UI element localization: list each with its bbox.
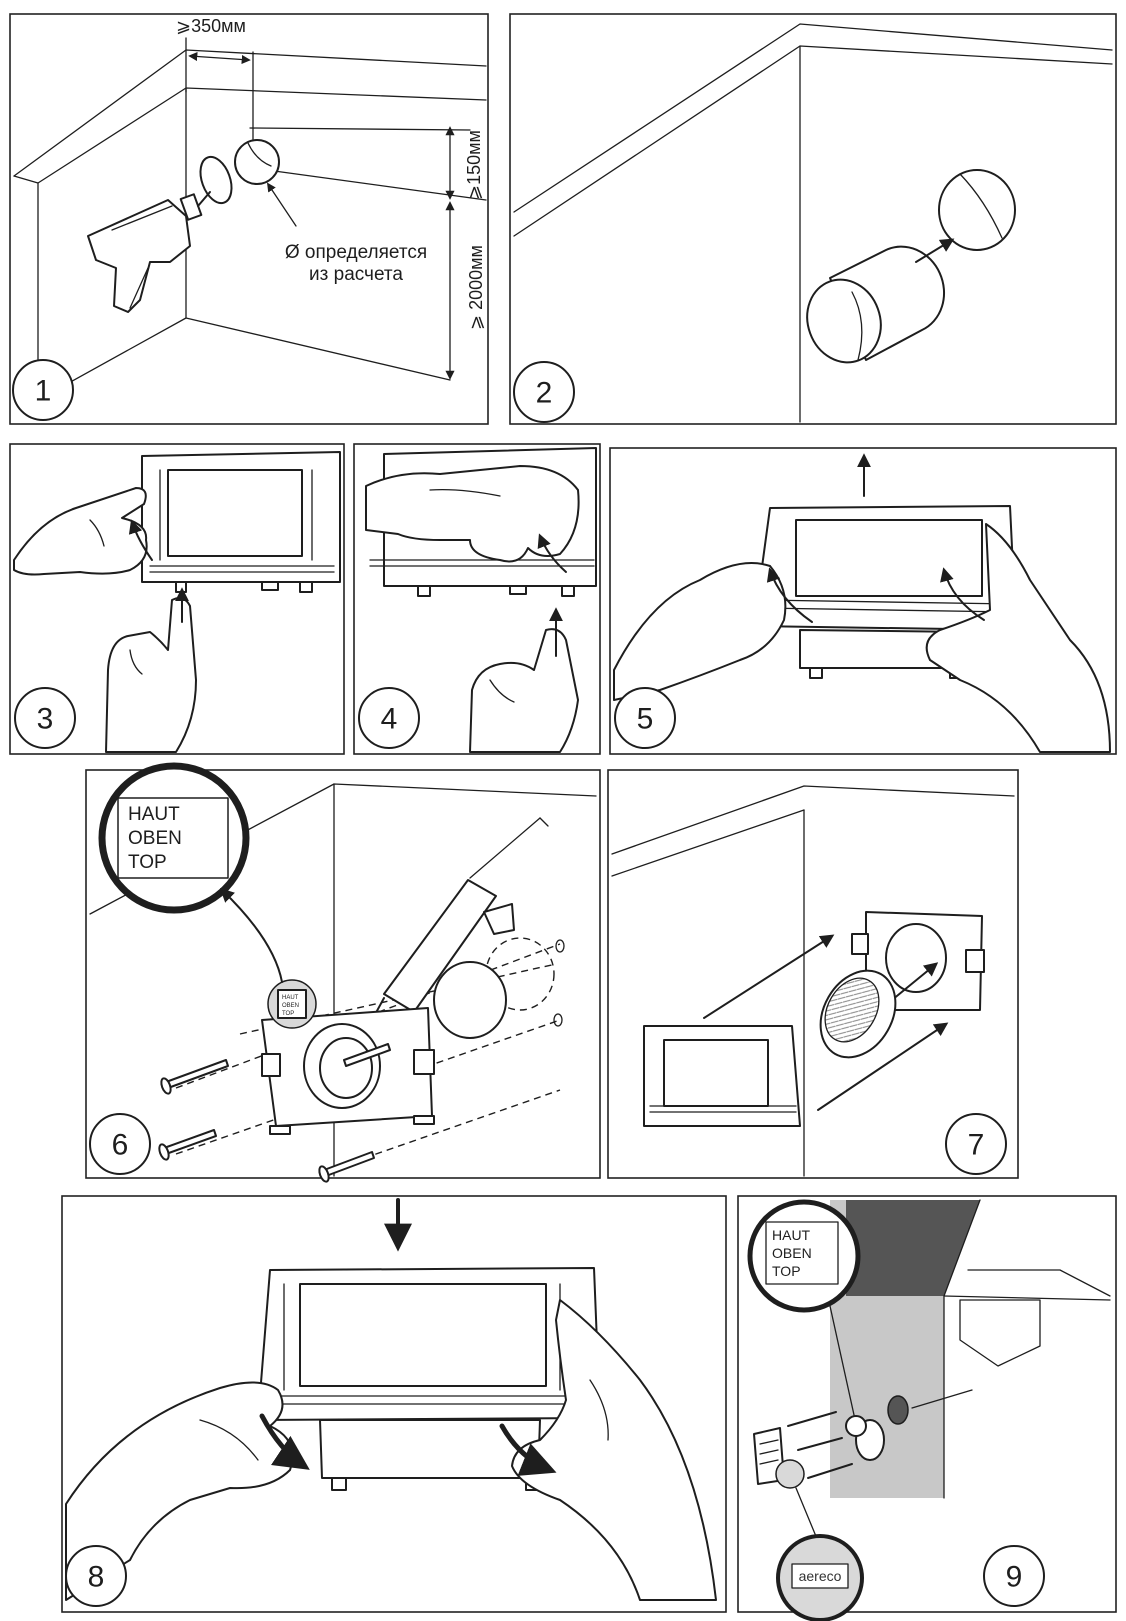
orientation-line-top: TOP — [128, 852, 167, 873]
vent-unit — [753, 505, 1017, 679]
vent-unit — [141, 451, 341, 593]
screw-icon — [807, 1463, 853, 1479]
screw-icon — [797, 1437, 843, 1451]
screw-icon — [158, 1129, 217, 1161]
vent-grille-icon — [753, 1427, 805, 1489]
svg-text:4: 4 — [381, 703, 398, 736]
hand-icon — [613, 562, 787, 701]
orientation-line-haut: HAUT — [772, 1227, 811, 1243]
diameter-note-line2: из расчета — [309, 264, 403, 285]
screw-icon — [787, 1411, 837, 1427]
screw-icon — [160, 1059, 229, 1095]
step-badge-5: 5 — [614, 687, 676, 749]
hand-icon — [365, 465, 580, 563]
screw-icon — [343, 1043, 391, 1067]
panel-step-8: 8 — [61, 1195, 727, 1613]
svg-text:HAUT: HAUT — [282, 995, 299, 1001]
svg-text:9: 9 — [1006, 1561, 1023, 1594]
panel-step-7: 7 — [607, 769, 1019, 1179]
panel-step-5: 5 — [609, 447, 1117, 755]
drill-icon — [87, 155, 233, 313]
step-badge-1: 1 — [12, 359, 74, 421]
mounting-plate — [851, 911, 985, 1011]
panel-step-3: 3 — [9, 443, 345, 755]
panel-step-1: ⩾350мм ⩾150мм ⩾ 2000мм Ø определяется из… — [9, 13, 489, 425]
step-badge-6: 6 — [89, 1113, 151, 1175]
orientation-callout: HAUT OBEN TOP — [98, 762, 250, 914]
svg-text:6: 6 — [112, 1129, 129, 1162]
orientation-line-oben: OBEN — [128, 828, 182, 849]
step-badge-8: 8 — [65, 1545, 127, 1607]
mounting-plate — [261, 1007, 435, 1135]
hand-icon — [511, 1299, 717, 1601]
orientation-sticker: HAUT OBEN TOP — [267, 979, 317, 1029]
step-badge-4: 4 — [358, 687, 420, 749]
panel-step-6: HAUT OBEN TOP HAUT OBEN TOP 6 — [85, 762, 601, 1183]
svg-text:3: 3 — [37, 703, 54, 736]
sealant-gun-icon — [371, 817, 549, 1021]
hand-icon — [13, 487, 148, 576]
dim-350-label: ⩾350мм — [176, 16, 246, 36]
hand-icon — [105, 597, 197, 753]
orientation-callout: HAUT OBEN TOP — [747, 1199, 861, 1313]
orientation-line-oben: OBEN — [772, 1245, 812, 1261]
wall-hole — [938, 169, 1016, 251]
svg-text:8: 8 — [88, 1561, 105, 1594]
diameter-note-line1: Ø определяется — [285, 242, 427, 263]
svg-text:OBEN: OBEN — [282, 1003, 299, 1009]
step-badge-9: 9 — [983, 1545, 1045, 1607]
svg-text:2: 2 — [536, 377, 553, 410]
pipe-sleeve — [806, 245, 946, 364]
dim-2000-label: ⩾ 2000мм — [466, 245, 486, 330]
vent-unit — [643, 1025, 801, 1127]
screw-icon — [318, 1151, 375, 1183]
svg-text:5: 5 — [637, 703, 654, 736]
svg-text:1: 1 — [35, 375, 52, 408]
logo-callout: aereco — [776, 1487, 864, 1621]
filter-grille — [819, 969, 897, 1059]
panel-step-2: 2 — [509, 13, 1117, 425]
orientation-line-haut: HAUT — [128, 804, 180, 825]
hand-icon — [925, 523, 1111, 753]
step-badge-3: 3 — [14, 687, 76, 749]
dim-150-label: ⩾150мм — [464, 130, 484, 200]
panel-step-9: HAUT OBEN TOP aereco 9 — [737, 1195, 1117, 1621]
wall-hole — [234, 139, 280, 185]
step-badge-7: 7 — [945, 1113, 1007, 1175]
aereco-logo: aereco — [799, 1568, 842, 1584]
panel-step-4: 4 — [353, 443, 601, 755]
svg-text:7: 7 — [968, 1129, 985, 1162]
step-badge-2: 2 — [513, 361, 575, 423]
hand-icon — [469, 628, 579, 753]
orientation-line-top: TOP — [772, 1263, 801, 1279]
svg-text:TOP: TOP — [282, 1011, 294, 1017]
vent-unit — [257, 1267, 601, 1491]
